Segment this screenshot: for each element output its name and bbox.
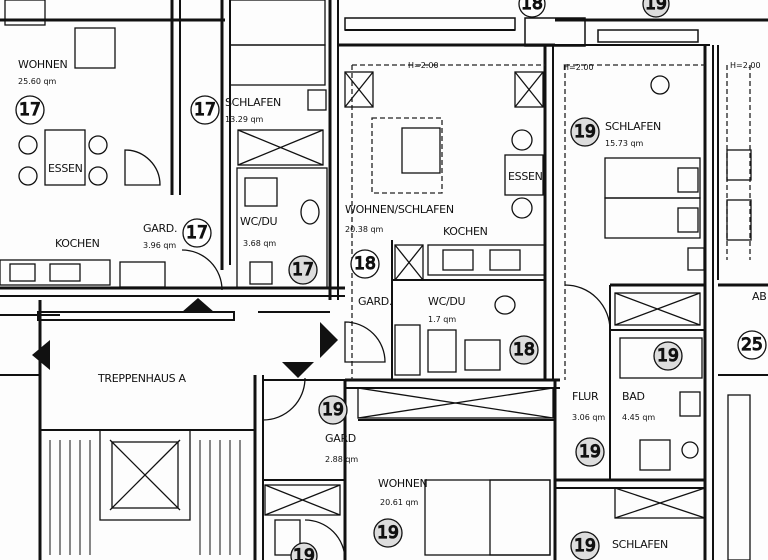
room-name: AB	[752, 290, 766, 303]
height-mark: H=2.00	[563, 63, 594, 72]
room-labels: WOHNEN 25.60 qm SCHLAFEN 13.29 qm ESSEN …	[18, 58, 767, 551]
unit-marker: 17	[190, 95, 220, 125]
room-name: GARD	[325, 432, 356, 445]
svg-text:19: 19	[574, 122, 596, 142]
room-name: ESSEN	[48, 162, 83, 175]
room-name: TREPPENHAUS A	[97, 372, 186, 385]
room-area: 20.38 qm	[345, 225, 384, 234]
room-area: 4.45 qm	[622, 413, 655, 422]
svg-text:17: 17	[194, 100, 216, 120]
svg-text:19: 19	[645, 0, 667, 14]
room-name: FLUR	[572, 390, 599, 403]
room-area: 3.06 qm	[572, 413, 605, 422]
svg-text:17: 17	[19, 100, 41, 120]
room-name: KOCHEN	[55, 237, 100, 250]
height-mark: H=2.00	[408, 61, 439, 70]
unit-marker: 17	[15, 95, 45, 125]
room-area: 15.73 qm	[605, 139, 644, 148]
svg-text:19: 19	[377, 523, 399, 543]
room-area: 1.7 qm	[428, 315, 456, 324]
height-mark: H=2.00	[730, 61, 761, 70]
room-area: 3.68 qm	[243, 239, 276, 248]
unit-marker: 19	[575, 437, 605, 467]
unit-marker: 19	[642, 0, 670, 18]
svg-text:19: 19	[293, 546, 315, 560]
svg-text:17: 17	[292, 260, 314, 280]
svg-text:17: 17	[186, 223, 208, 243]
svg-text:18: 18	[521, 0, 543, 14]
unit-marker: 17	[182, 218, 212, 248]
height-marks: H=2.00 H=2.00 H=2.00	[408, 61, 761, 72]
unit-marker: 19	[570, 531, 600, 560]
room-name: WOHNEN	[18, 58, 67, 71]
room-area: 3.96 qm	[143, 241, 176, 250]
svg-text:19: 19	[574, 536, 596, 556]
unit-marker: 19	[653, 341, 683, 371]
unit-marker: 17	[288, 255, 318, 285]
room-name: GARD.	[358, 295, 392, 308]
unit-marker: 19	[373, 518, 403, 548]
room-name: SCHLAFEN	[225, 96, 281, 109]
room-name: KOCHEN	[443, 225, 488, 238]
unit-marker: 18	[350, 249, 380, 279]
room-name: WOHNEN/SCHLAFEN	[345, 203, 454, 216]
room-name: WC/DU	[428, 295, 466, 308]
room-name: WC/DU	[240, 215, 278, 228]
room-area: 13.29 qm	[225, 115, 264, 124]
unit-marker: 19	[318, 395, 348, 425]
room-area: 25.60 qm	[18, 77, 57, 86]
overhead-lines	[351, 64, 751, 380]
room-name: ESSEN	[508, 170, 543, 183]
unit-marker: 25	[737, 330, 767, 360]
room-area: 2.88 qm	[325, 455, 358, 464]
svg-text:18: 18	[354, 254, 376, 274]
unit-marker: 18	[509, 335, 539, 365]
unit-marker: 19	[570, 117, 600, 147]
svg-text:19: 19	[657, 346, 679, 366]
furniture	[0, 0, 752, 560]
unit-marker: 18	[518, 0, 546, 18]
svg-text:25: 25	[741, 335, 763, 355]
unit-marker: 19	[290, 542, 318, 560]
room-name: SCHLAFEN	[612, 538, 668, 551]
svg-text:19: 19	[579, 442, 601, 462]
room-name: WOHNEN	[378, 477, 427, 490]
svg-text:19: 19	[322, 400, 344, 420]
room-area: 20.61 qm	[380, 498, 419, 507]
room-name: BAD	[622, 390, 645, 403]
room-name: SCHLAFEN	[605, 120, 661, 133]
svg-text:18: 18	[513, 340, 535, 360]
room-name: GARD.	[143, 222, 177, 235]
unit-markers: 17 17 17 17 18 18 19 19	[15, 0, 767, 560]
